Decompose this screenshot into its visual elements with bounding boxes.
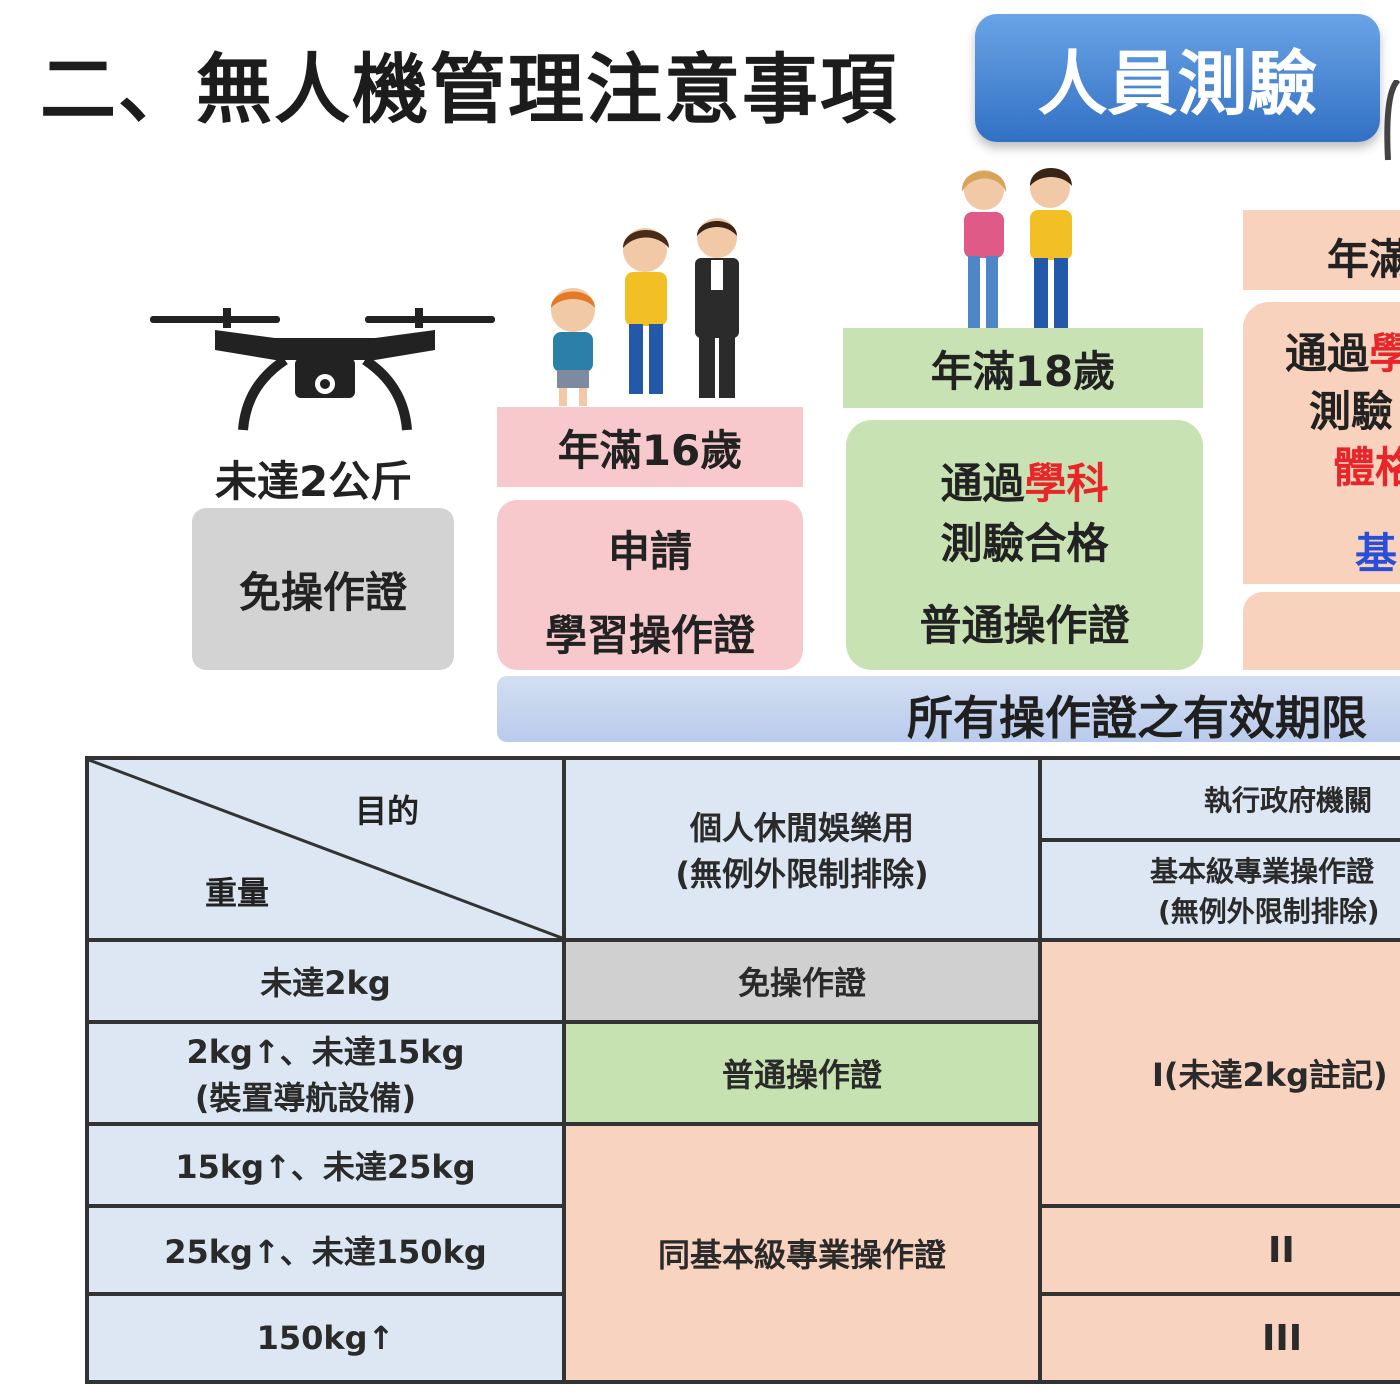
grid-line bbox=[85, 756, 89, 1384]
corner-weight-label: 重量 bbox=[205, 874, 270, 912]
grid-line bbox=[1042, 1204, 1400, 1208]
row-basic-level2: II bbox=[1042, 1208, 1400, 1292]
right-age-label: 年滿 bbox=[1327, 235, 1400, 284]
header-personal-line1: 個人休閒娛樂用 bbox=[689, 809, 914, 847]
right-pass-label: 通過學 bbox=[1285, 320, 1400, 381]
corner-diagonal bbox=[89, 760, 562, 938]
personnel-test-badge: 人員測驗 bbox=[975, 14, 1380, 142]
header-personal-line2: (無例外限制排除) bbox=[675, 855, 929, 893]
pass-prefix: 通過 bbox=[940, 459, 1025, 508]
header-basic: 基本級專業操作證 (無例外限制排除) bbox=[1042, 842, 1400, 938]
right-test-label: 測驗 bbox=[1309, 387, 1394, 436]
row-weight-2-line2: (裝置導航設備) bbox=[194, 1079, 417, 1117]
row-weight-2-line1: 2kg↑、未達15kg bbox=[186, 1033, 465, 1071]
row-personal-merged: 同基本級專業操作證 bbox=[566, 1126, 1038, 1380]
right-bottom-box bbox=[1243, 592, 1400, 670]
row-personal-2: 普通操作證 bbox=[566, 1024, 1038, 1122]
general-box: 通過學科 測驗合格 普通操作證 bbox=[846, 420, 1203, 670]
drone-icon bbox=[150, 308, 495, 431]
person-figure-partial bbox=[1384, 80, 1400, 161]
row-weight-1: 未達2kg bbox=[89, 942, 562, 1020]
right-license-box: 通過學 測驗 體格 基 bbox=[1243, 302, 1400, 584]
age18-box: 年滿18歲 bbox=[843, 328, 1203, 408]
grid-line bbox=[1038, 756, 1042, 1384]
learner-license-label: 學習操作證 bbox=[544, 611, 755, 660]
row-weight-5: 150kg↑ bbox=[89, 1296, 562, 1380]
row-basic-level3: III bbox=[1042, 1296, 1400, 1380]
drone-weight-label: 未達2公斤 bbox=[215, 457, 413, 506]
grid-line bbox=[85, 756, 1400, 760]
header-basic-line2: (無例外限制排除) bbox=[1158, 895, 1380, 928]
header-basic-line1: 基本級專業操作證 bbox=[1150, 855, 1375, 888]
header-gov: 執行政府機關 bbox=[1042, 760, 1400, 838]
people-group-16-icon bbox=[551, 218, 739, 406]
right-pass-red: 學 bbox=[1369, 329, 1400, 378]
grid-line bbox=[85, 1204, 566, 1208]
row-personal-1: 免操作證 bbox=[566, 942, 1038, 1020]
validity-banner: 所有操作證之有效期限 bbox=[497, 676, 1400, 745]
grid-line bbox=[85, 938, 1400, 942]
age16-box: 年滿16歲 bbox=[497, 407, 803, 487]
right-basic-label: 基 bbox=[1355, 529, 1398, 578]
apply-label: 申請 bbox=[607, 527, 692, 576]
grid-line bbox=[85, 1292, 566, 1296]
right-body-label: 體格 bbox=[1333, 443, 1400, 492]
row-weight-4: 25kg↑、未達150kg bbox=[89, 1208, 562, 1292]
row-basic-level1: Ⅰ(未達2kg註記) bbox=[1042, 942, 1400, 1204]
license-table: 目的 重量 個人休閒娛樂用 (無例外限制排除) 執行政府機關 基本級專業操作證 … bbox=[85, 756, 1400, 1384]
pass-test-label: 測驗合格 bbox=[940, 519, 1109, 568]
row-weight-2: 2kg↑、未達15kg (裝置導航設備) bbox=[89, 1024, 562, 1122]
right-pass-prefix: 通過 bbox=[1285, 329, 1370, 378]
grid-line bbox=[85, 1380, 1400, 1384]
pass-subject: 學科 bbox=[1024, 459, 1109, 508]
general-license-label: 普通操作證 bbox=[919, 601, 1130, 650]
grid-line bbox=[1042, 1292, 1400, 1296]
corner-purpose-label: 目的 bbox=[355, 792, 420, 830]
page-title: 二、無人機管理注意事項 bbox=[40, 45, 898, 134]
exempt-box: 免操作證 bbox=[192, 508, 454, 670]
header-personal: 個人休閒娛樂用 (無例外限制排除) bbox=[566, 760, 1038, 938]
pass-subject-label: 通過學科 bbox=[846, 450, 1203, 511]
people-group-18-icon bbox=[961, 168, 1072, 328]
grid-line bbox=[562, 756, 566, 1384]
grid-line bbox=[1042, 838, 1400, 842]
learner-box: 申請 學習操作證 bbox=[497, 500, 803, 670]
right-age-box: 年滿 bbox=[1243, 210, 1400, 290]
row-weight-3: 15kg↑、未達25kg bbox=[89, 1126, 562, 1204]
validity-banner-text: 所有操作證之有效期限 bbox=[907, 691, 1367, 745]
